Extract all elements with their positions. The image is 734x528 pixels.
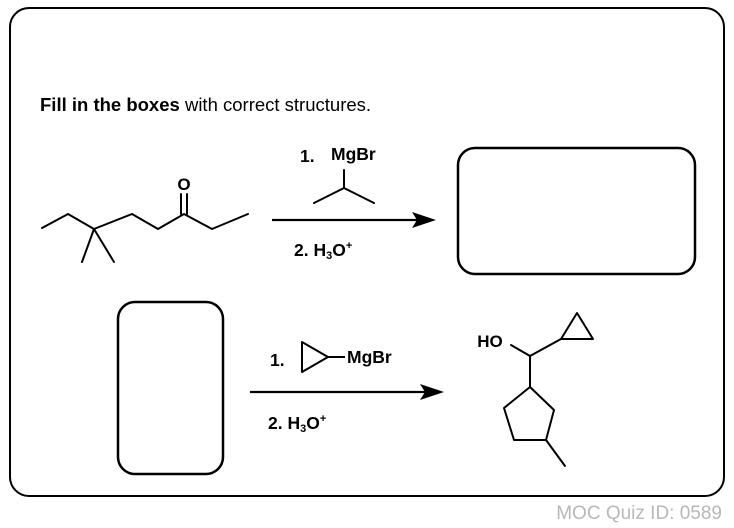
reaction1-arrow — [272, 212, 436, 228]
alcohol-product-structure — [503, 312, 594, 467]
reaction1-step1: 1. — [300, 146, 315, 167]
reaction1-grignard-label: MgBr — [331, 144, 376, 165]
isopropyl-methyl-left — [313, 187, 345, 204]
reaction1-step2-prefix: 2. H — [294, 240, 327, 260]
reaction2-step1-number: 1. — [270, 350, 285, 370]
reaction2-step2-sub: 3 — [300, 423, 307, 435]
reaction2-step2-sup: + — [319, 413, 327, 425]
starting-ketone-structure — [41, 193, 249, 263]
carbonyl-oxygen-label: O — [177, 175, 190, 194]
ring-methyl-bond — [545, 439, 566, 467]
reaction1-step2-sub: 3 — [326, 250, 333, 262]
instruction-bold: Fill in the boxes — [40, 94, 180, 115]
hydroxyl-label: HO — [477, 332, 503, 351]
reaction1-step2-mid: O — [332, 240, 346, 260]
quiz-id-label: MOC Quiz ID: 0589 — [556, 503, 722, 524]
isopropyl-methyl-right — [343, 187, 375, 204]
instruction-text: Fill in the boxes with correct structure… — [40, 94, 371, 116]
quaternary-methyl-1 — [81, 228, 95, 263]
reaction2-arrow — [250, 384, 444, 400]
reaction2-grignard-label: MgBr — [347, 347, 392, 368]
reaction1-step2-sup: + — [345, 240, 353, 252]
reaction2-arrow-head — [420, 384, 444, 400]
reaction2-step1: 1. — [270, 350, 285, 371]
reaction1-step1-number: 1. — [300, 146, 315, 166]
cyclopropyl-ring — [301, 341, 329, 373]
reaction2-step2-prefix: 2. H — [268, 413, 301, 433]
product-cyclopropyl-ring — [560, 312, 594, 340]
quaternary-methyl-2 — [93, 228, 115, 263]
reaction1-step2: 2. H3O+ — [294, 240, 352, 262]
reaction2-step2: 2. H3O+ — [268, 413, 326, 435]
reaction2-step2-mid: O — [306, 413, 320, 433]
reaction1-mgbr-text: MgBr — [331, 144, 376, 164]
reaction2-mgbr-text: MgBr — [347, 347, 392, 367]
carbinol-to-cyclopropyl-bond — [529, 338, 562, 357]
isopropyl-group-structure — [313, 169, 375, 204]
product-cyclopentyl-ring — [503, 386, 555, 441]
answer-box-product[interactable] — [456, 146, 697, 276]
instruction-rest: with correct structures. — [179, 94, 372, 115]
reaction1-arrow-head — [412, 212, 436, 228]
ketone-main-chain — [41, 213, 249, 230]
quiz-frame — [9, 7, 725, 497]
hydroxyl-bond — [510, 344, 531, 357]
answer-box-starting-material[interactable] — [116, 300, 225, 476]
cyclopropyl-reagent-structure — [301, 341, 345, 373]
